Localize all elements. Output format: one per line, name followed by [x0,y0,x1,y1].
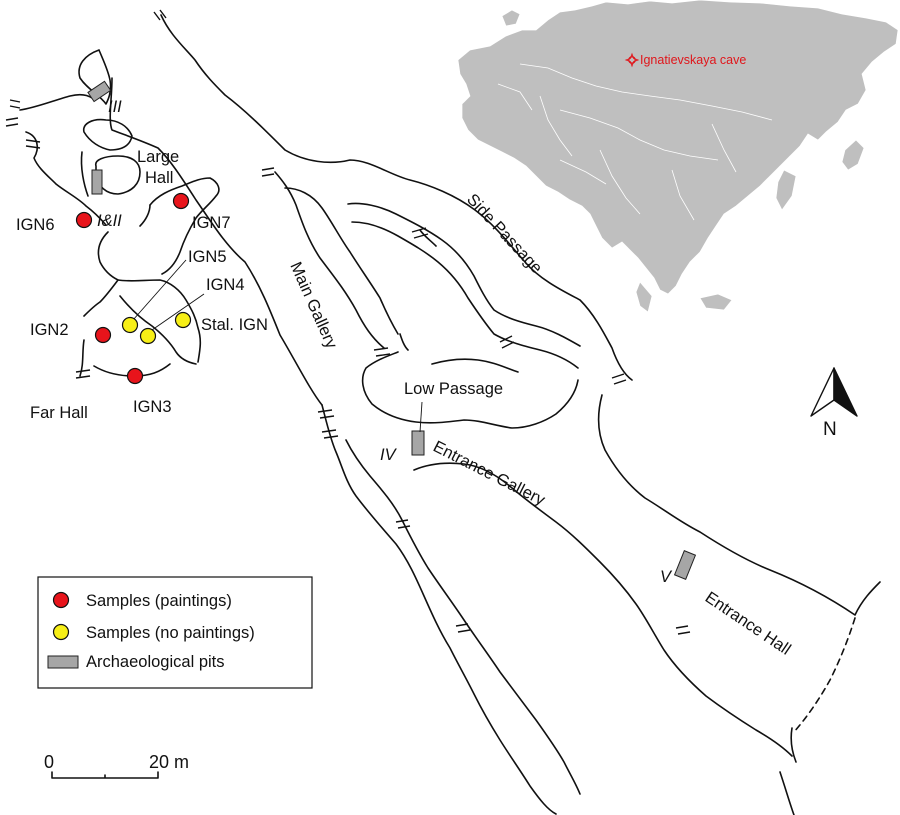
sample-ign6-marker [75,211,93,229]
label-far-hall: Far Hall [30,404,88,422]
sample-ign4-marker [139,327,157,345]
pit-iv [411,430,425,456]
label-side-passage: Side Passage [463,190,546,277]
sample-ign7-marker [172,192,190,210]
label-ign2: IGN2 [30,321,69,339]
pit-v [673,550,697,580]
pit-i-ii [91,169,103,195]
pit-label-v: V [660,568,673,586]
scale-bar: 0 20 m [44,752,189,779]
north-letter: N [823,419,837,440]
sample-ign3-marker [126,367,144,385]
legend-pit-swatch [47,655,79,669]
leader-lines [132,259,423,433]
pit-iii [87,80,112,103]
pit-label-iii: III [108,98,122,116]
label-stal-ign: Stal. IGN [201,316,268,334]
sample-stal-ign-marker [174,311,192,329]
legend-no-paintings-label: Samples (no paintings) [86,624,255,642]
legend: Samples (paintings) Samples (no painting… [37,576,313,689]
sample-ign2-marker [94,326,112,344]
legend-yellow-swatch [52,623,70,641]
north-arrow-icon: N [810,367,858,440]
cave-walls [19,14,881,815]
label-large-hall-2: Hall [145,169,173,187]
label-large-hall-1: Large [137,148,179,166]
label-main-gallery: Main Gallery [286,259,340,352]
sample-labels: IGN6 IGN7 IGN5 IGN4 IGN2 IGN3 Stal. IGN [16,214,268,416]
label-ign3: IGN3 [133,398,172,416]
pit-label-iv: IV [380,446,398,464]
scale-zero-label: 0 [44,752,54,772]
passage-breaks [5,9,691,635]
archaeological-pits: III I&II IV V [87,80,697,586]
legend-pits-label: Archaeological pits [86,653,225,671]
label-ign5: IGN5 [188,248,227,266]
label-ign6: IGN6 [16,216,55,234]
legend-red-swatch [52,591,70,609]
label-entrance-hall: Entrance Hall [702,588,794,658]
legend-paintings-label: Samples (paintings) [86,592,232,610]
pit-label-i-ii: I&II [97,212,122,230]
scale-twenty-label: 20 m [149,752,189,772]
label-entrance-gallery: Entrance Gallery [430,438,548,510]
star-marker-icon [624,52,640,68]
sample-points [75,192,192,385]
inset-site-label: Ignatievskaya cave [640,53,746,67]
sample-ign5-marker [121,316,139,334]
inset-eurasia-map: Ignatievskaya cave [457,0,899,313]
label-ign7: IGN7 [192,214,231,232]
label-low-passage: Low Passage [404,380,503,398]
label-ign4: IGN4 [206,276,245,294]
